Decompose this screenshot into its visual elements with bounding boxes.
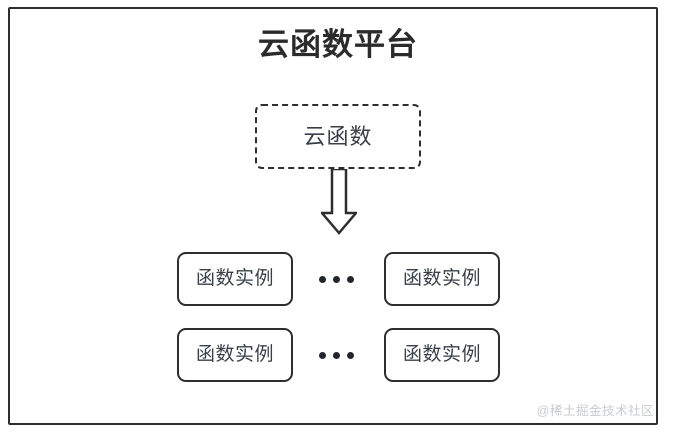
function-instance-label: 函数实例 (195, 344, 274, 365)
ellipsis-dot (346, 351, 354, 359)
ellipsis-dot (318, 275, 326, 283)
cloud-function-label: 云函数 (303, 123, 373, 149)
ellipsis-dot (346, 275, 354, 283)
function-instance-box: 函数实例 (384, 252, 500, 306)
ellipsis-dot (332, 275, 340, 283)
watermark: @稀土掘金技术社区 (536, 404, 654, 418)
instance-row: 函数实例 函数实例 (0, 252, 676, 306)
function-instance-box: 函数实例 (177, 328, 293, 382)
cloud-function-node: 云函数 (255, 104, 421, 169)
ellipsis-icon (312, 328, 360, 382)
down-block-arrow-icon (319, 167, 359, 235)
instance-row: 函数实例 函数实例 (0, 328, 676, 382)
ellipsis-dot (318, 351, 326, 359)
ellipsis-icon (312, 252, 360, 306)
page-title: 云函数平台 (258, 27, 418, 62)
function-instance-label: 函数实例 (402, 344, 481, 365)
function-instance-label: 函数实例 (195, 268, 274, 289)
function-instance-box: 函数实例 (384, 328, 500, 382)
function-instance-label: 函数实例 (402, 268, 481, 289)
ellipsis-dot (332, 351, 340, 359)
function-instance-box: 函数实例 (177, 252, 293, 306)
